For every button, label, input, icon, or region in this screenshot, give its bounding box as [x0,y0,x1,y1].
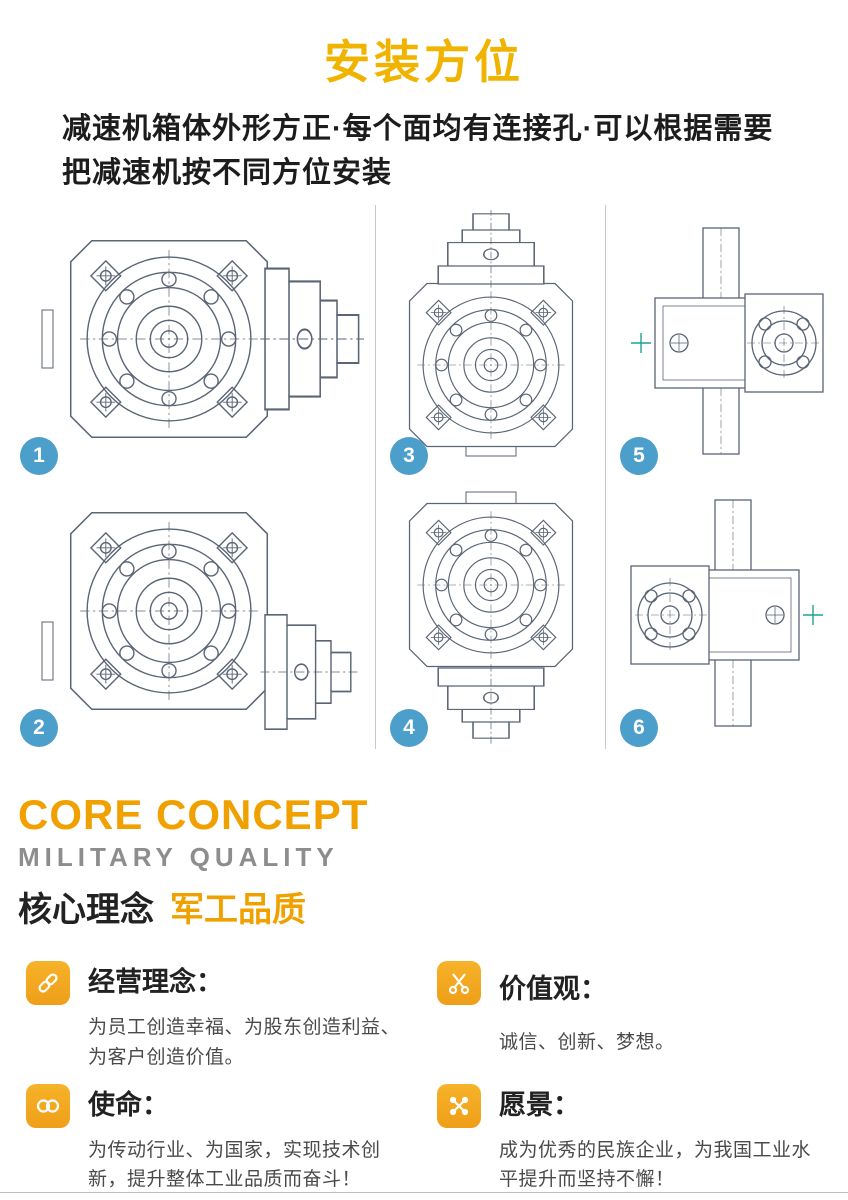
badge-5: 5 [620,437,658,475]
value-title: 愿景： [499,1089,580,1120]
value-item-values: 价值观： 诚信、创新、梦想。 [437,959,822,1072]
value-desc: 为员工创造幸福、为股东创造利益、为客户创造价值。 [88,1017,401,1068]
badge-1: 1 [20,437,58,475]
gearbox-drawing-1 [41,210,364,472]
concept-zh-main: 核心理念 [18,891,154,930]
infinity-rings-icon [26,1083,70,1128]
chain-link-icon [26,961,70,1006]
value-item-business-philosophy: 经营理念： 为员工创造幸福、为股东创造利益、为客户创造价值。 [26,959,411,1072]
value-title: 价值观： [499,974,607,1005]
footer-divider [0,1192,848,1193]
value-item-mission: 使命： 为传动行业、为国家，实现技术创新，提升整体工业品质而奋斗！ [26,1082,411,1195]
value-desc: 为传动行业、为国家，实现技术创新，提升整体工业品质而奋斗！ [88,1139,381,1191]
page-title: 安装方位 [324,36,524,88]
value-desc: 诚信、创新、梦想。 [499,1031,675,1053]
orientation-diagram-grid: 1 3 5 2 [0,205,848,749]
gearbox-drawing-6 [630,499,824,727]
page-description: 减速机箱体外形方正·每个面均有连接孔·可以根据需要把减速机按不同方位安装 [62,113,774,189]
diagram-cell-6: 6 [605,477,848,749]
value-title: 使命： [88,1089,169,1120]
values-grid: 经营理念： 为员工创造幸福、为股东创造利益、为客户创造价值。 价值观： 诚信、创… [26,959,822,1195]
gearbox-drawing-5 [630,227,824,455]
value-title: 经营理念： [88,967,223,998]
concept-zh-highlight: 军工品质 [170,891,306,930]
badge-3: 3 [390,437,428,475]
gearbox-drawing-4 [378,491,604,744]
gearbox-drawing-2 [41,482,358,731]
core-concept-block: CORE CONCEPT MILITARY QUALITY 核心理念军工品质 [18,791,848,931]
value-item-vision: 愿景： 成为优秀的民族企业，为我国工业水平提升而坚持不懈！ [437,1082,822,1195]
diagram-cell-2: 2 [0,477,375,749]
concept-title-en: CORE CONCEPT [18,791,369,838]
crossed-tools-icon [437,1083,481,1128]
diagram-cell-5: 5 [605,205,848,477]
gearbox-drawing-3 [378,210,604,457]
diagram-cell-1: 1 [0,205,375,477]
badge-2: 2 [20,709,58,747]
concept-subtitle-en: MILITARY QUALITY [18,842,339,873]
scissors-icon [437,961,481,1006]
value-desc: 成为优秀的民族企业，为我国工业水平提升而坚持不懈！ [499,1139,812,1191]
badge-6: 6 [620,709,658,747]
concept-title-zh: 核心理念军工品质 [18,882,848,931]
badge-4: 4 [390,709,428,747]
diagram-cell-4: 4 [375,477,605,749]
diagram-cell-3: 3 [375,205,605,477]
